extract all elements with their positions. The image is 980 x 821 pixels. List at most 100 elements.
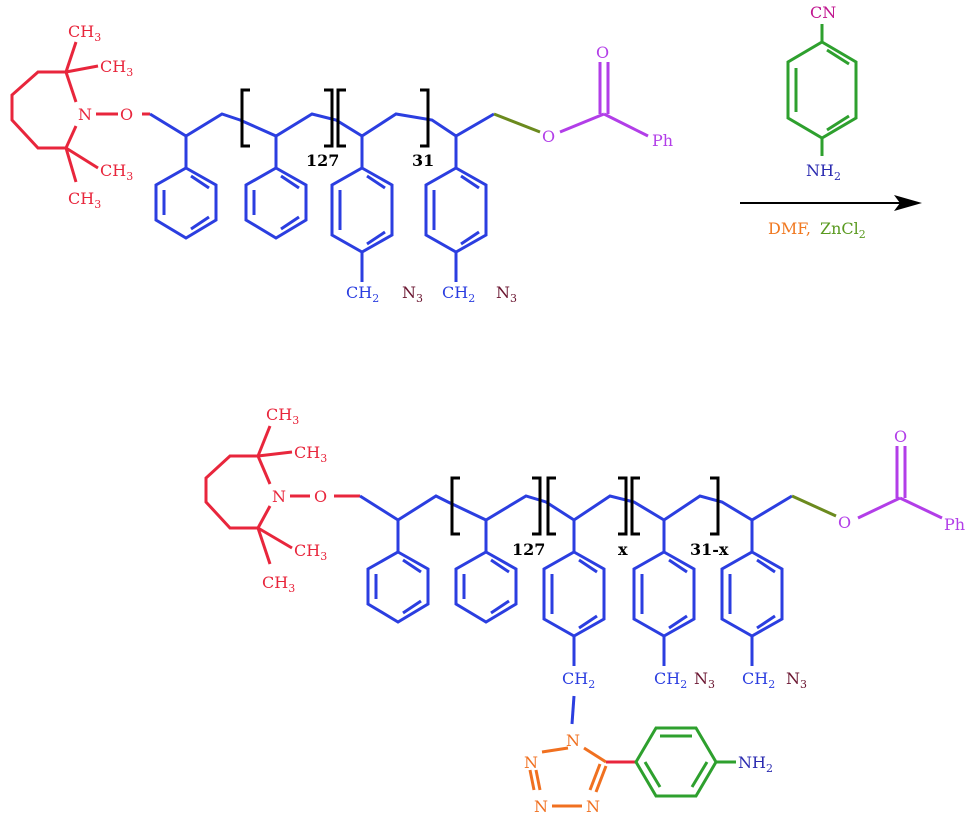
tempo-methyl-bond xyxy=(257,450,293,458)
tetrazole-n3-label: N xyxy=(534,797,548,816)
tempo-c6-n-bond xyxy=(64,125,78,149)
carbonyl-oxygen-label: O xyxy=(894,427,907,446)
benzene-double-bonds xyxy=(190,215,210,231)
repeat-count-styrene: 127 xyxy=(306,151,339,170)
bracket-right xyxy=(618,476,628,536)
bracket-right xyxy=(532,476,542,536)
benzene-double-bonds xyxy=(690,761,709,788)
phenyl-label: Ph xyxy=(944,515,965,534)
methyl-label: CH3 xyxy=(294,443,327,465)
benzene-ring xyxy=(454,550,518,624)
tetrazole-n2-label: N xyxy=(524,753,538,772)
benzene-double-bonds xyxy=(280,174,300,190)
bracket-left xyxy=(546,476,556,536)
repeat-count-x: x xyxy=(618,540,628,559)
linker-bond xyxy=(791,494,837,518)
methyl-label: CH3 xyxy=(294,541,327,563)
tempo-c2-n-bond xyxy=(256,455,272,485)
oxygen-label: O xyxy=(120,105,133,124)
methyl-label: CH3 xyxy=(262,573,295,595)
tempo-c6-n-bond xyxy=(256,505,272,529)
repeat-brackets xyxy=(240,88,430,148)
benzene-double-bonds xyxy=(366,174,386,190)
tempo-ring-bonds xyxy=(10,70,66,150)
benzene-double-bonds xyxy=(366,230,386,246)
carbonyl-oxygen-label: O xyxy=(596,43,609,62)
benzene-double-bonds xyxy=(460,174,480,190)
benzene-double-bonds xyxy=(402,599,422,615)
azide-label: N3 xyxy=(402,283,423,305)
tempo-labels: CH3 CH3 CH3 CH3 N O xyxy=(68,22,133,211)
phenyl-bond xyxy=(899,496,943,520)
tempo-group xyxy=(204,425,360,565)
bracket-right xyxy=(420,88,430,148)
tetrazole-bond xyxy=(594,765,608,793)
aminophenyl-ring xyxy=(634,726,736,798)
arrow-head xyxy=(894,195,922,211)
tempo-ring-bonds xyxy=(204,454,258,530)
nitrogen-label: N xyxy=(272,487,286,506)
benzene-double-bonds xyxy=(668,614,688,630)
phenyl-bond xyxy=(603,112,649,138)
tempo-c2-n-bond xyxy=(64,71,78,103)
ch2-label: CH2 xyxy=(346,283,379,305)
bracket-right xyxy=(324,88,334,148)
ester-oxygen-label: O xyxy=(542,127,555,146)
tetrazole-ring: N N N N xyxy=(524,731,636,816)
tempo-methyl-bond xyxy=(256,425,272,457)
ester-oxygen-label: O xyxy=(838,513,851,532)
benzene-double-bonds xyxy=(756,558,776,574)
tetrazole-n4-label: N xyxy=(586,797,600,816)
benzene-ring xyxy=(154,166,218,240)
amine-label: NH2 xyxy=(806,161,841,183)
ch2-label: CH2 xyxy=(654,669,687,691)
conditions-label: DMF, ZnCl2 xyxy=(768,219,866,241)
nitrile-label: CN xyxy=(810,3,836,22)
reaction-arrow xyxy=(740,195,922,211)
benzene-double-bonds xyxy=(643,761,662,788)
tetrazole-bond xyxy=(528,769,536,791)
bracket-right xyxy=(710,476,720,536)
tetrazole-bond xyxy=(541,746,569,754)
nitrogen-label: N xyxy=(78,105,92,124)
ester-bond xyxy=(857,496,901,520)
ch2-label: CH2 xyxy=(442,283,475,305)
benzene-double-bonds xyxy=(402,558,422,574)
conditions-dmf: DMF, xyxy=(768,219,811,238)
polymer-backbone xyxy=(149,112,495,282)
repeat-count-31-x: 31-x xyxy=(690,540,729,559)
benzene-double-bonds xyxy=(190,174,210,190)
reactant-polymer: CH3 CH3 CH3 CH3 N O xyxy=(10,22,673,305)
tempo-methyl-bond xyxy=(64,147,78,183)
benzene-double-bonds xyxy=(826,48,850,66)
methyl-label: CH3 xyxy=(100,161,133,183)
tetrazole-bond xyxy=(534,769,542,791)
bracket-left xyxy=(450,476,460,536)
benzene-double-bonds xyxy=(756,614,776,630)
oxygen-label: O xyxy=(314,487,327,506)
benzene-ring xyxy=(366,550,430,624)
methyl-label: CH3 xyxy=(68,189,101,211)
tetrazole-n1-label: N xyxy=(566,731,580,750)
tetrazole-bond xyxy=(583,746,607,764)
benzene-ring xyxy=(786,40,858,140)
phenyl-label: Ph xyxy=(652,131,673,150)
azide-group: CH2 N3 CH2 N3 xyxy=(346,283,517,305)
azide-label: N3 xyxy=(496,283,517,305)
bracket-left xyxy=(336,88,346,148)
azide-label: N3 xyxy=(694,669,715,691)
benzene-double-bonds xyxy=(460,230,480,246)
benzoate-end-group: O O Ph xyxy=(493,43,673,150)
benzoate-end-group: O O Ph xyxy=(791,427,965,534)
bracket-left xyxy=(630,476,640,536)
repeat-count-styrene: 127 xyxy=(512,540,545,559)
azide-group: CH2 N3 CH2 N3 xyxy=(654,669,807,691)
ch2-label: CH2 xyxy=(562,669,595,691)
methyl-label: CH3 xyxy=(100,57,133,79)
ester-bond xyxy=(559,112,605,134)
benzene-double-bonds xyxy=(490,599,510,615)
tetrazole-bond xyxy=(588,763,602,791)
ch2-label: CH2 xyxy=(742,669,775,691)
repeat-brackets xyxy=(450,476,720,536)
